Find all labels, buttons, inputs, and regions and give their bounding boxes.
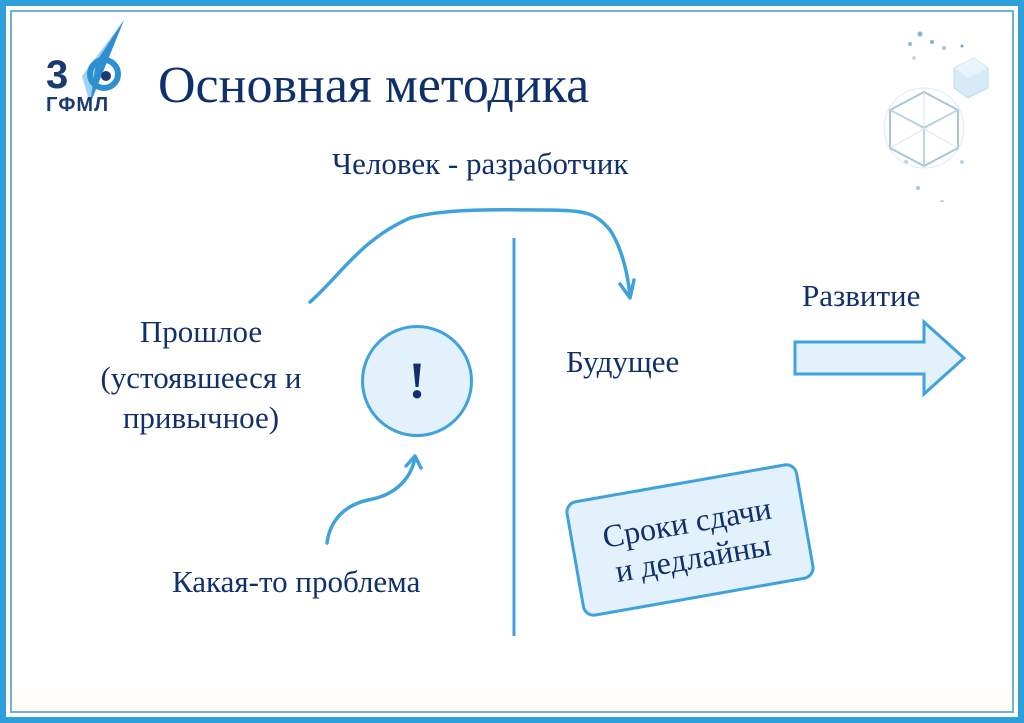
logo-caption: ГФМЛ [46, 94, 110, 116]
development-label: Развитие [802, 278, 921, 313]
problem-label: Какая-то проблема [172, 564, 421, 599]
exclamation-icon: ! [408, 352, 426, 410]
past-block: Прошлое (устоявшееся и привычное) [60, 312, 342, 438]
page-title: Основная методика [158, 57, 590, 114]
development-arrow-icon [793, 318, 967, 398]
logo-number: 3 [46, 53, 68, 97]
past-label: Прошлое [139, 314, 263, 349]
future-label: Будущее [566, 344, 680, 379]
logo-icon: 3 [46, 20, 124, 104]
decorative-cube-icon [883, 31, 989, 202]
developer-label: Человек - разработчик [332, 146, 629, 181]
past-detail: (устоявшееся и привычное) [100, 360, 302, 435]
problem-circle: ! [361, 325, 473, 437]
